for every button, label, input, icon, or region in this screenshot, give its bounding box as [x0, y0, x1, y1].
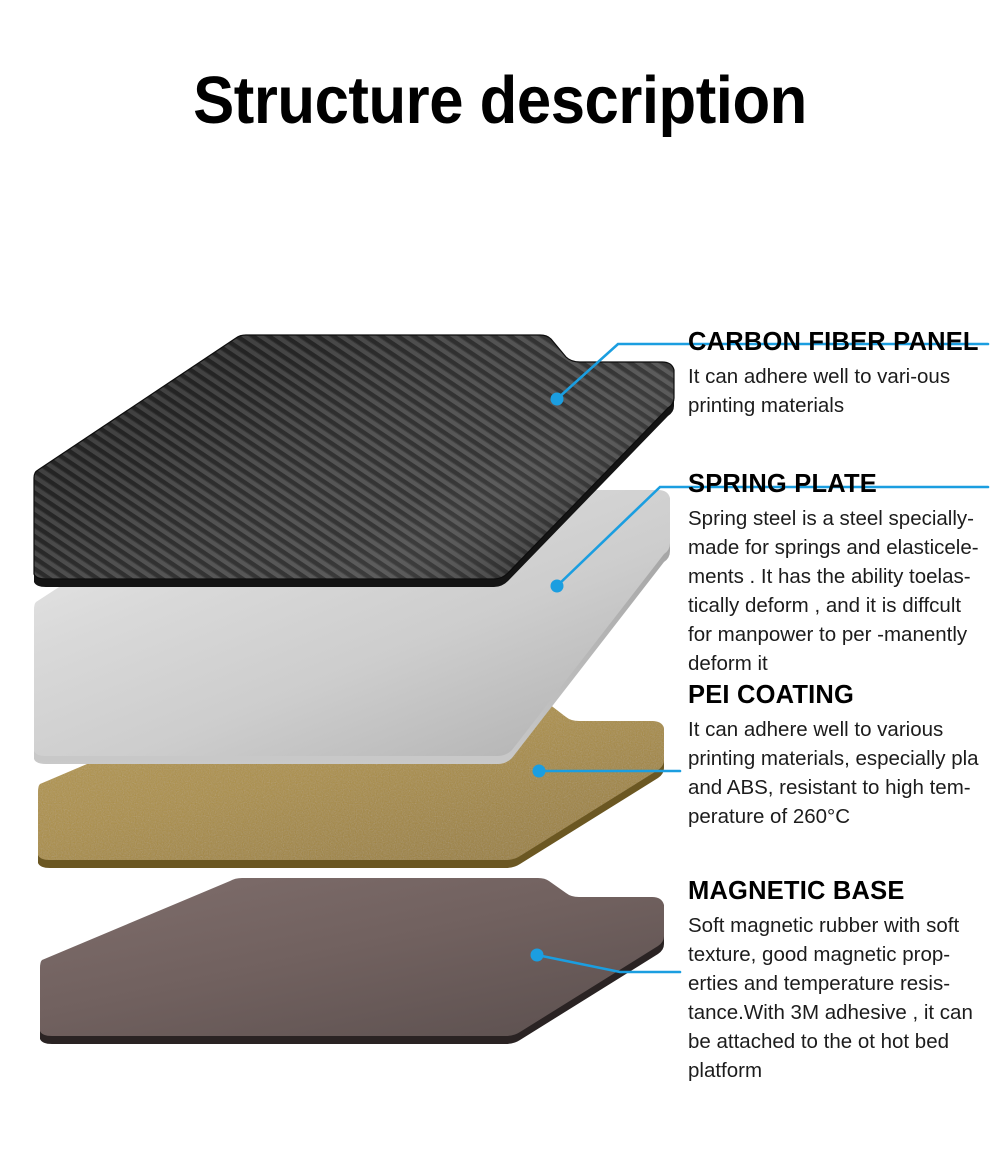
- callout-body-pei: It can adhere well to various printing m…: [688, 718, 979, 828]
- layer-magnetic-base: [40, 878, 664, 1044]
- callout-dot-icon-magnet: [530, 948, 544, 962]
- leader-line-spring: [555, 485, 990, 588]
- callout-dot-icon-carbon: [550, 392, 564, 406]
- callout-pei-coating: PEI COATING It can adhere well to variou…: [688, 681, 988, 831]
- callout-title-spring: SPRING PLATE: [688, 470, 877, 498]
- callout-title-magnet: MAGNETIC BASE: [688, 877, 905, 905]
- callout-title-pei: PEI COATING: [688, 681, 855, 709]
- callout-body-carbon: It can adhere well to vari-ous printing …: [688, 365, 951, 417]
- callout-spring-plate: SPRING PLATE Spring steel is a steel spe…: [688, 470, 988, 678]
- callout-body-magnet: Soft magnetic rubber with soft texture, …: [688, 914, 973, 1082]
- callout-title-carbon: CARBON FIBER PANEL: [688, 328, 979, 356]
- callout-magnetic-base: MAGNETIC BASE Soft magnetic rubber with …: [688, 877, 988, 1085]
- callout-dot-icon-spring: [550, 579, 564, 593]
- leader-line-carbon: [555, 342, 990, 401]
- page-title: Structure description: [193, 63, 807, 138]
- carbon-panel-outline: [33, 334, 675, 580]
- callout-dot-icon-pei: [532, 764, 546, 778]
- leader-line-magnet: [535, 953, 682, 974]
- callout-carbon-fiber-panel: CARBON FIBER PANEL It can adhere well to…: [688, 328, 988, 420]
- callout-body-spring: Spring steel is a steel specially- made …: [688, 507, 979, 675]
- magnetic-base-surface: [40, 878, 664, 1036]
